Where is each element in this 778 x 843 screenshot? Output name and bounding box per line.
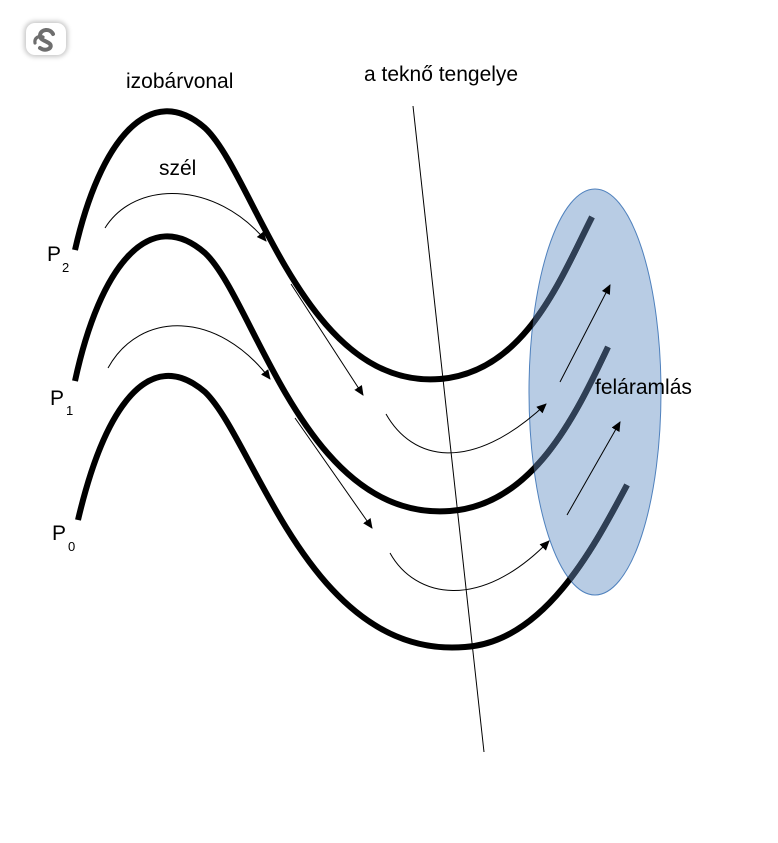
label-p2: P 2 [47, 243, 69, 275]
label-p0-letter: P [52, 522, 66, 545]
wind-arrow-upper-trough [385, 403, 547, 454]
isobar-p0 [75, 372, 630, 651]
wind-arrow-upper-rise [559, 284, 611, 383]
wind-arrow-lower-left [107, 325, 271, 380]
wind-arrow-upper-left [104, 192, 267, 242]
trough-axis-line [412, 105, 485, 753]
uplift-label: feláramlás [595, 376, 692, 399]
label-p1-subscript: 1 [66, 403, 73, 418]
uplift-region [528, 188, 662, 596]
wind-arrow-lower-trough [389, 540, 550, 591]
s-loop-logo-icon [33, 28, 55, 52]
wind-label: szél [159, 157, 196, 180]
label-p1: P 1 [50, 387, 73, 418]
label-p1-letter: P [50, 387, 64, 410]
wind-arrow-upper-mid [290, 283, 364, 396]
wind-arrow-lower-mid [294, 417, 373, 529]
isobar-p1 [72, 233, 611, 515]
isobar-p2 [72, 108, 595, 383]
label-p2-letter: P [47, 243, 61, 266]
wind-arrow-lower-rise [566, 421, 621, 516]
label-p2-subscript: 2 [62, 260, 69, 275]
trough-axis-label: a teknő tengelye [364, 63, 518, 86]
label-p0: P 0 [52, 522, 75, 554]
label-p0-subscript: 0 [68, 539, 75, 554]
isobars-in-uplift [529, 189, 630, 595]
logo-badge [26, 23, 66, 55]
isobar-label: izobárvonal [126, 70, 233, 93]
